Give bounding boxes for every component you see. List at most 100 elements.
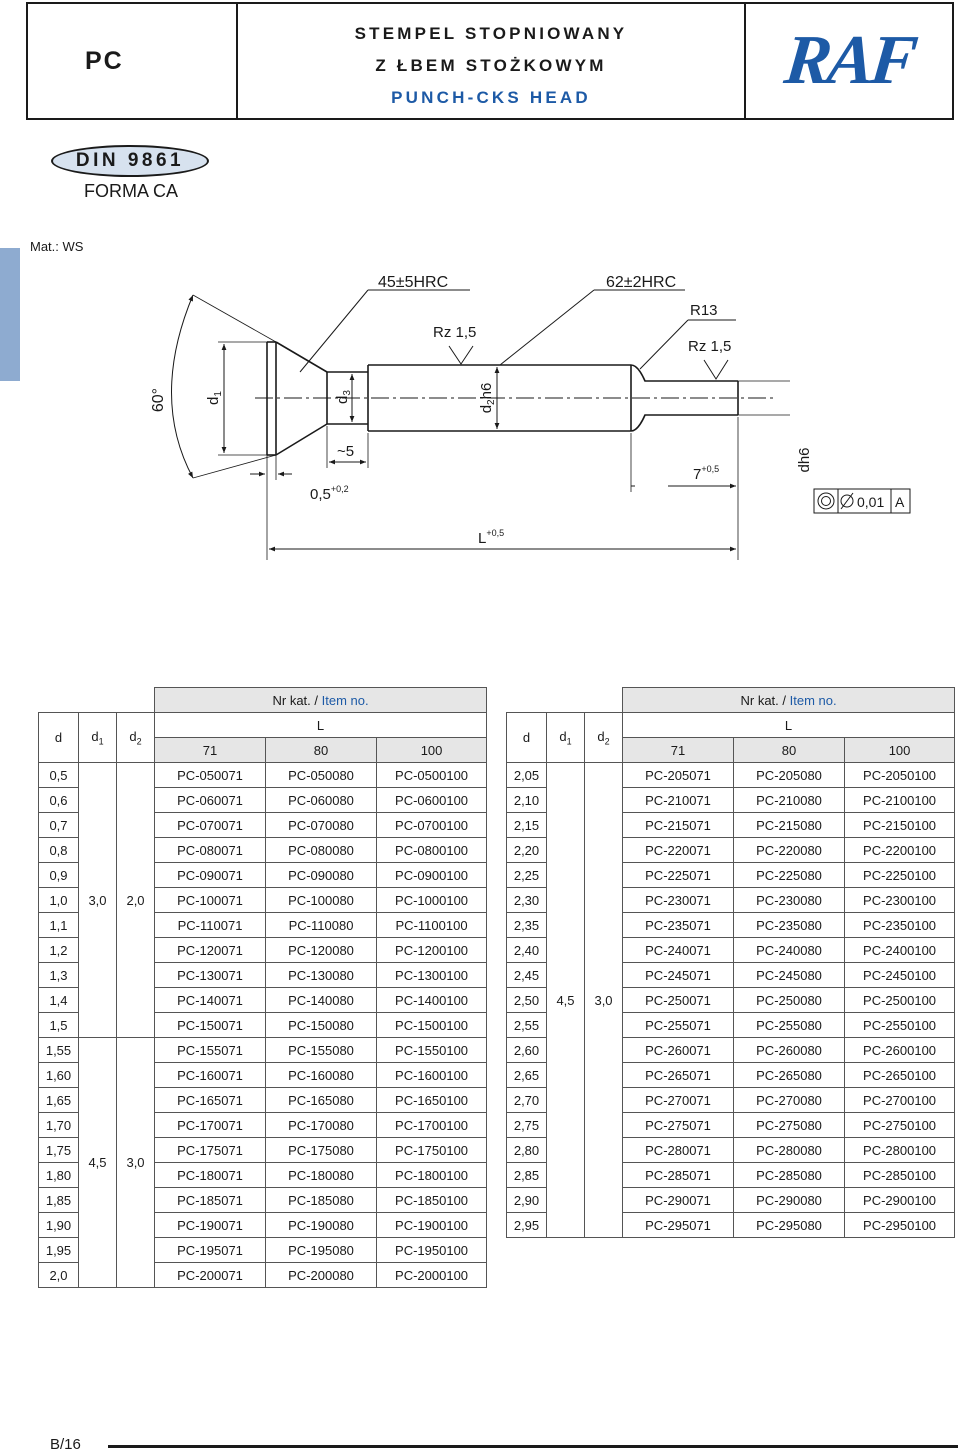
cell-item-71: PC-210071 (622, 787, 735, 813)
logo-text: RAF (780, 22, 918, 99)
cell-item-80: PC-185080 (265, 1187, 378, 1213)
cell-item-80: PC-165080 (265, 1087, 378, 1113)
diameter-icon (840, 494, 854, 508)
cell-item-100: PC-2150100 (844, 812, 956, 838)
dh6-label: dh6 (796, 447, 813, 472)
item-no-prefix: Nr kat. / (740, 692, 790, 708)
cell-d: 0,5 (38, 762, 79, 788)
cell-item-71: PC-110071 (154, 912, 267, 938)
d2h6-label: d2h6 (478, 383, 497, 414)
cell-d: 0,8 (38, 837, 79, 863)
side-tab (0, 248, 20, 381)
cell-d1-group: 4,5 (78, 1037, 117, 1288)
cell-item-80: PC-280080 (733, 1137, 846, 1163)
cell-d: 2,25 (506, 862, 547, 888)
tolerance-value: 0,01 (857, 494, 884, 510)
cell-item-80: PC-255080 (733, 1012, 846, 1038)
title-line-3: PUNCH-CKS HEAD (391, 88, 591, 107)
length-header: 100 (376, 737, 488, 763)
item-no-prefix: Nr kat. / (272, 692, 322, 708)
angle-label: 60° (150, 388, 167, 412)
forma-label: FORMA CA (84, 181, 179, 201)
col-d2-base: d (597, 728, 605, 744)
cell-item-80: PC-245080 (733, 962, 846, 988)
cell-d: 2,55 (506, 1012, 547, 1038)
cell-d: 2,70 (506, 1087, 547, 1113)
cell-item-80: PC-290080 (733, 1187, 846, 1213)
cell-d: 2,20 (506, 837, 547, 863)
cell-d: 1,95 (38, 1237, 79, 1263)
cell-item-80: PC-175080 (265, 1137, 378, 1163)
cell-item-80: PC-180080 (265, 1162, 378, 1188)
rz-tip-label: Rz 1,5 (688, 338, 731, 355)
cell-d: 0,6 (38, 787, 79, 813)
punch-outline (266, 341, 739, 456)
header-blank (38, 687, 156, 713)
length-header: 100 (844, 737, 956, 763)
cell-d: 1,70 (38, 1112, 79, 1138)
header-blank (506, 687, 624, 713)
cell-item-80: PC-195080 (265, 1237, 378, 1263)
col-header-L: L (622, 712, 956, 738)
cell-d2-group: 2,0 (115, 762, 156, 1038)
cell-item-80: PC-100080 (265, 887, 378, 913)
cell-item-100: PC-2350100 (844, 912, 956, 938)
cell-item-80: PC-250080 (733, 987, 846, 1013)
rz-body-label: Rz 1,5 (433, 324, 476, 341)
cell-item-100: PC-1700100 (376, 1112, 488, 1138)
d1-label: d1 (205, 391, 224, 405)
cell-item-80: PC-160080 (265, 1062, 378, 1088)
item-no-header: Nr kat. / Item no. (622, 687, 956, 713)
cell-d: 1,75 (38, 1137, 79, 1163)
cell-item-71: PC-270071 (622, 1087, 735, 1113)
col-header-d: d (506, 712, 547, 763)
col-header-d: d (38, 712, 79, 763)
cell-d: 1,3 (38, 962, 79, 988)
dim-5: ~5 (337, 443, 354, 460)
page-number: B/16 (50, 1436, 81, 1453)
hardness-body: 62±2HRC (606, 274, 676, 291)
cell-d: 2,60 (506, 1037, 547, 1063)
cell-d1-group: 3,0 (78, 762, 117, 1038)
cell-item-71: PC-180071 (154, 1162, 267, 1188)
cell-item-71: PC-215071 (622, 812, 735, 838)
col-d1-base: d (559, 728, 567, 744)
cell-item-100: PC-2050100 (844, 762, 956, 788)
cell-item-71: PC-050071 (154, 762, 267, 788)
col-header-d1: d1 (78, 712, 117, 763)
cell-item-100: PC-2450100 (844, 962, 956, 988)
cell-item-80: PC-265080 (733, 1062, 846, 1088)
cell-d: 2,65 (506, 1062, 547, 1088)
cell-item-71: PC-290071 (622, 1187, 735, 1213)
punch-drawing: 60° d1 d3 d2h6 dh6 45±5HRC 62±2HRC Rz 1,… (150, 274, 911, 560)
cell-d1-group: 4,5 (546, 762, 585, 1238)
col-header-d1: d1 (546, 712, 585, 763)
cell-item-80: PC-050080 (265, 762, 378, 788)
cell-item-71: PC-275071 (622, 1112, 735, 1138)
dim-L: L+0,5 (478, 528, 504, 547)
cell-item-71: PC-150071 (154, 1012, 267, 1038)
cell-item-80: PC-090080 (265, 862, 378, 888)
cell-d: 2,50 (506, 987, 547, 1013)
cell-item-80: PC-170080 (265, 1112, 378, 1138)
cell-item-80: PC-210080 (733, 787, 846, 813)
cell-item-71: PC-080071 (154, 837, 267, 863)
hardness-head: 45±5HRC (378, 274, 448, 291)
cell-item-71: PC-140071 (154, 987, 267, 1013)
cell-item-80: PC-080080 (265, 837, 378, 863)
angle-arc (171, 294, 194, 479)
cell-d: 2,45 (506, 962, 547, 988)
cell-item-100: PC-2250100 (844, 862, 956, 888)
